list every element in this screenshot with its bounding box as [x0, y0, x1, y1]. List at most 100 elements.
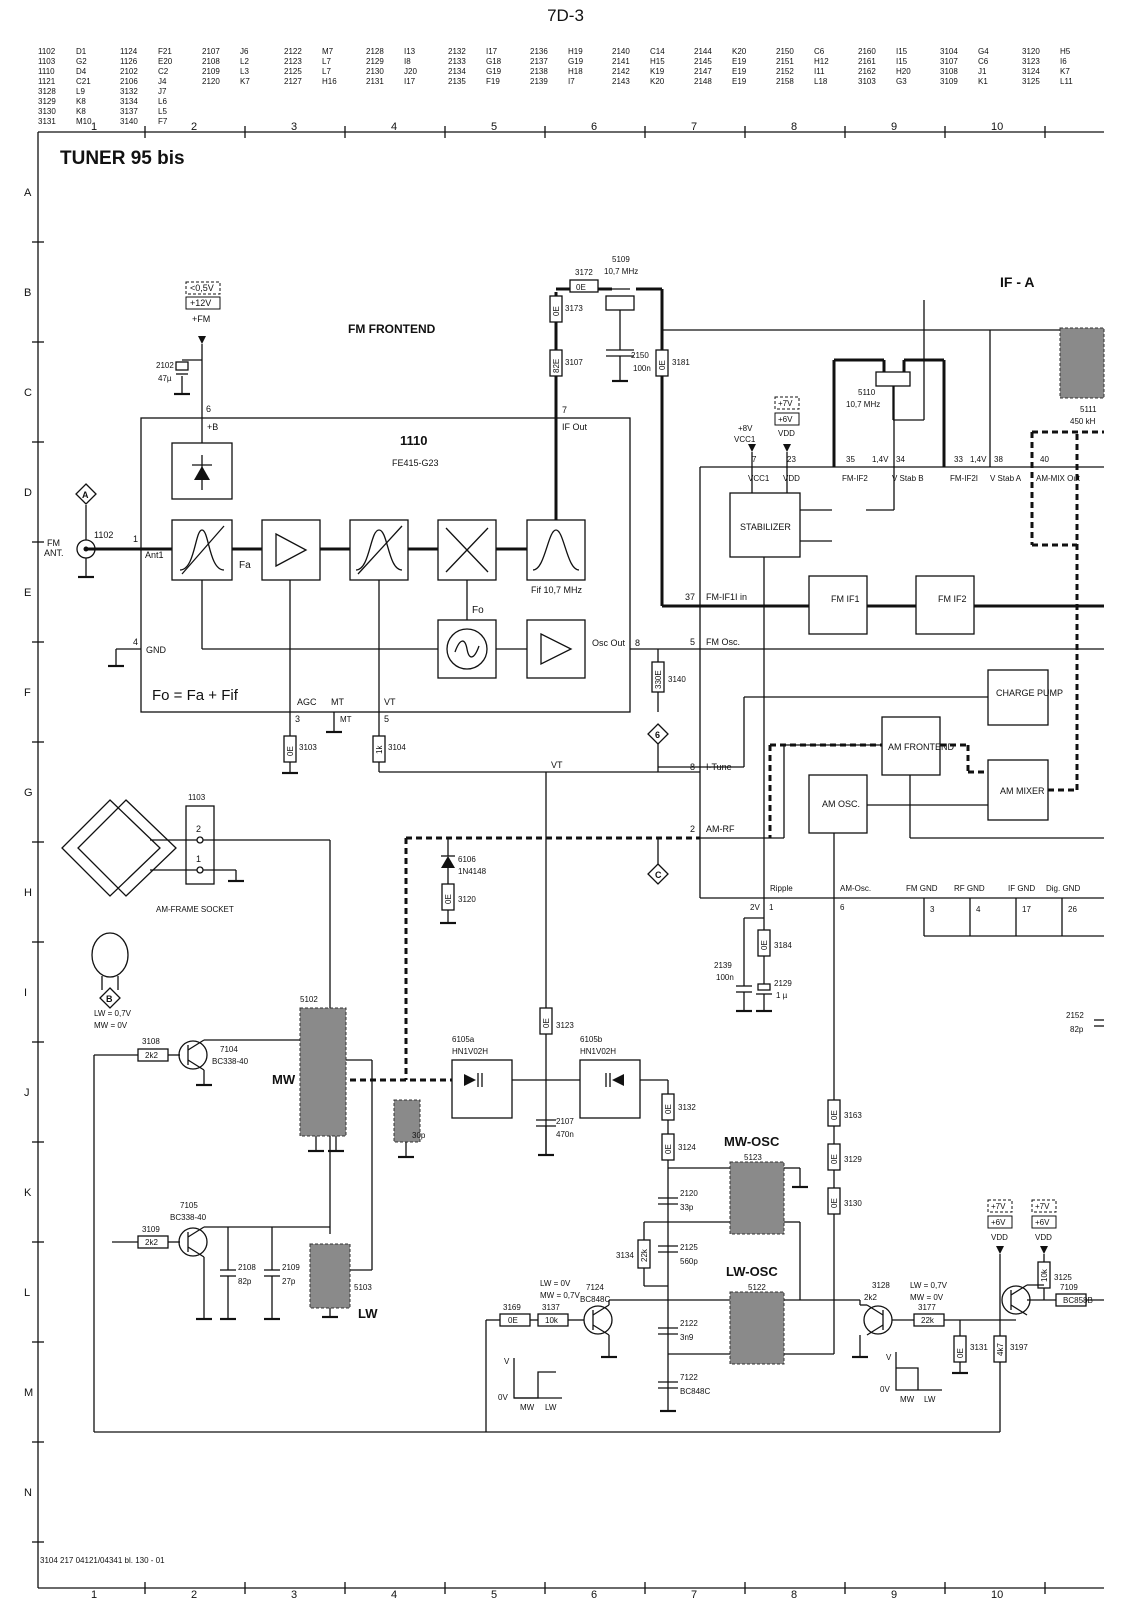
- component-3128-value: 22k: [921, 1316, 935, 1325]
- component-7122: 3128: [872, 1281, 890, 1290]
- component-2123-value: 3n9: [680, 1333, 694, 1342]
- grid-row-label: F: [24, 687, 31, 699]
- bandpass-icon: [179, 529, 225, 571]
- component-2139: 2139: [714, 961, 732, 970]
- component-5109-value: 10,7 MHz: [604, 267, 638, 276]
- ic-top-pin-number: 23: [787, 455, 796, 464]
- lw-section: 5103 LW 2k2 3109 7105 BC338-40 2108 82p …: [112, 1201, 378, 1321]
- component-2125: 2125: [680, 1243, 698, 1252]
- ref-table-location: K20: [732, 47, 747, 56]
- component-7105-value: BC338-40: [170, 1213, 207, 1222]
- grid-column-label: 5: [491, 121, 497, 133]
- component-3173-value: 0E: [552, 306, 561, 316]
- ref-table-component: 2108: [202, 57, 220, 66]
- component-3103-value: 0E: [286, 746, 295, 756]
- vdd-supply-2: +6V: [778, 415, 793, 424]
- block-fm-if2: [915, 575, 975, 635]
- waveform-lw: LW: [545, 1403, 557, 1412]
- ref-table-component: 2162: [858, 67, 876, 76]
- ref-table-component: 2125: [284, 67, 302, 76]
- ref-table-location: E19: [732, 57, 747, 66]
- ic-voltage-label: 1,4V: [872, 455, 889, 464]
- section-fm-frontend: FM FRONTEND: [348, 322, 436, 336]
- ref-table-component: 2150: [776, 47, 794, 56]
- ref-table-component: 2122: [284, 47, 302, 56]
- component-3197: 3125: [1054, 1273, 1072, 1282]
- ref-table-location: L3: [240, 67, 249, 76]
- diagram-title: TUNER 95 bis: [60, 148, 185, 169]
- osc-buffer-block: [526, 619, 586, 679]
- block-fm-if1: [808, 575, 868, 635]
- grid-column-label: 6: [591, 1589, 597, 1600]
- section-mw: MW: [272, 1072, 296, 1087]
- waveform-v-2: V: [886, 1353, 892, 1362]
- pin-mt: MT: [331, 697, 344, 707]
- component-3163: 3163: [844, 1111, 862, 1120]
- pin-vt: VT: [384, 697, 396, 707]
- if-filter-block: [526, 519, 586, 581]
- component-7122-value: 2k2: [864, 1293, 877, 1302]
- component-3137-value: 10k: [545, 1316, 559, 1325]
- ref-table-component: 2135: [448, 77, 466, 86]
- component-2107: 2107: [556, 1117, 574, 1126]
- grid-row-label: I: [24, 987, 27, 999]
- component-6105b-value: HN1V02H: [580, 1047, 616, 1056]
- component-6105b: 6105b: [580, 1035, 603, 1044]
- ref-table-location: H15: [650, 57, 665, 66]
- tuner-ic: STABILIZER FM IF1 FM IF2 CHARGE PUMP AM …: [630, 274, 1105, 937]
- switch-7124: LW = 0V MW = 0,7V 7124 BC848C 0E 3169 10…: [485, 1279, 668, 1432]
- component-3169-value: 0E: [508, 1316, 518, 1325]
- socket-pin-1: 1: [196, 854, 201, 864]
- component-3172-value: 0E: [576, 283, 586, 292]
- waveform-v: V: [504, 1357, 510, 1366]
- ic-top-pin-label: FM-IF2: [842, 474, 868, 483]
- ref-table-location: D4: [76, 67, 87, 76]
- ref-table-component: 2131: [366, 77, 384, 86]
- vcc1-supply: +8V: [738, 424, 753, 433]
- ref-table-component: 3107: [940, 57, 958, 66]
- component-2122-value: BC848C: [680, 1387, 710, 1396]
- ref-table-component: 2106: [120, 77, 138, 86]
- voltage-2v: 2V: [750, 903, 760, 912]
- ref-table-location: I11: [814, 67, 825, 76]
- pin-if-out: IF Out: [562, 422, 588, 432]
- section-lw: LW: [358, 1306, 378, 1321]
- ic-top-pin-label: V Stab B: [892, 474, 924, 483]
- grid-row-label: H: [24, 887, 32, 899]
- amplifier-icon: [275, 532, 308, 568]
- ref-table-component: 2139: [530, 77, 548, 86]
- grid-row-label: B: [24, 287, 31, 299]
- block-fm-if1-label: FM IF1: [831, 594, 860, 604]
- component-3103: 3103: [299, 743, 317, 752]
- connector-a-label: A: [82, 490, 89, 500]
- ic-left-pin-2-num: 2: [690, 824, 695, 834]
- ref-table-location: H16: [322, 77, 337, 86]
- grid-row-label: L: [24, 1287, 30, 1299]
- component-7124-value: BC848C: [580, 1295, 610, 1304]
- component-2152: 2152: [1066, 1011, 1084, 1020]
- pin-ant: Ant1: [145, 550, 164, 560]
- ref-table-component: 3130: [38, 107, 56, 116]
- module-gnd: [108, 648, 141, 668]
- switch-7122-mw: MW = 0V: [910, 1293, 944, 1302]
- component-3132: 3132: [678, 1103, 696, 1112]
- ref-table-component: 3103: [858, 77, 876, 86]
- grid-row-label: G: [24, 787, 33, 799]
- ref-table-location: K1: [978, 77, 988, 86]
- ref-table-component: 2130: [366, 67, 384, 76]
- component-2102: 2102: [156, 361, 174, 370]
- ref-table-location: K20: [650, 77, 665, 86]
- component-3130-value: 0E: [830, 1198, 839, 1208]
- ic-top-pin-label: FM-IF2I: [950, 474, 978, 483]
- ic-top-pin-number: 40: [1040, 455, 1049, 464]
- switch-7104-lw: LW = 0,7V: [94, 1009, 132, 1018]
- component-3125-value: BC858B: [1063, 1296, 1093, 1305]
- ref-table-component: 2151: [776, 57, 794, 66]
- grid-column-label: 2: [191, 1589, 197, 1600]
- ic-bottom-pin-label: RF GND: [954, 884, 985, 893]
- ref-table-component: 1121: [38, 77, 56, 86]
- ic-bottom-pin-number: 17: [1022, 905, 1031, 914]
